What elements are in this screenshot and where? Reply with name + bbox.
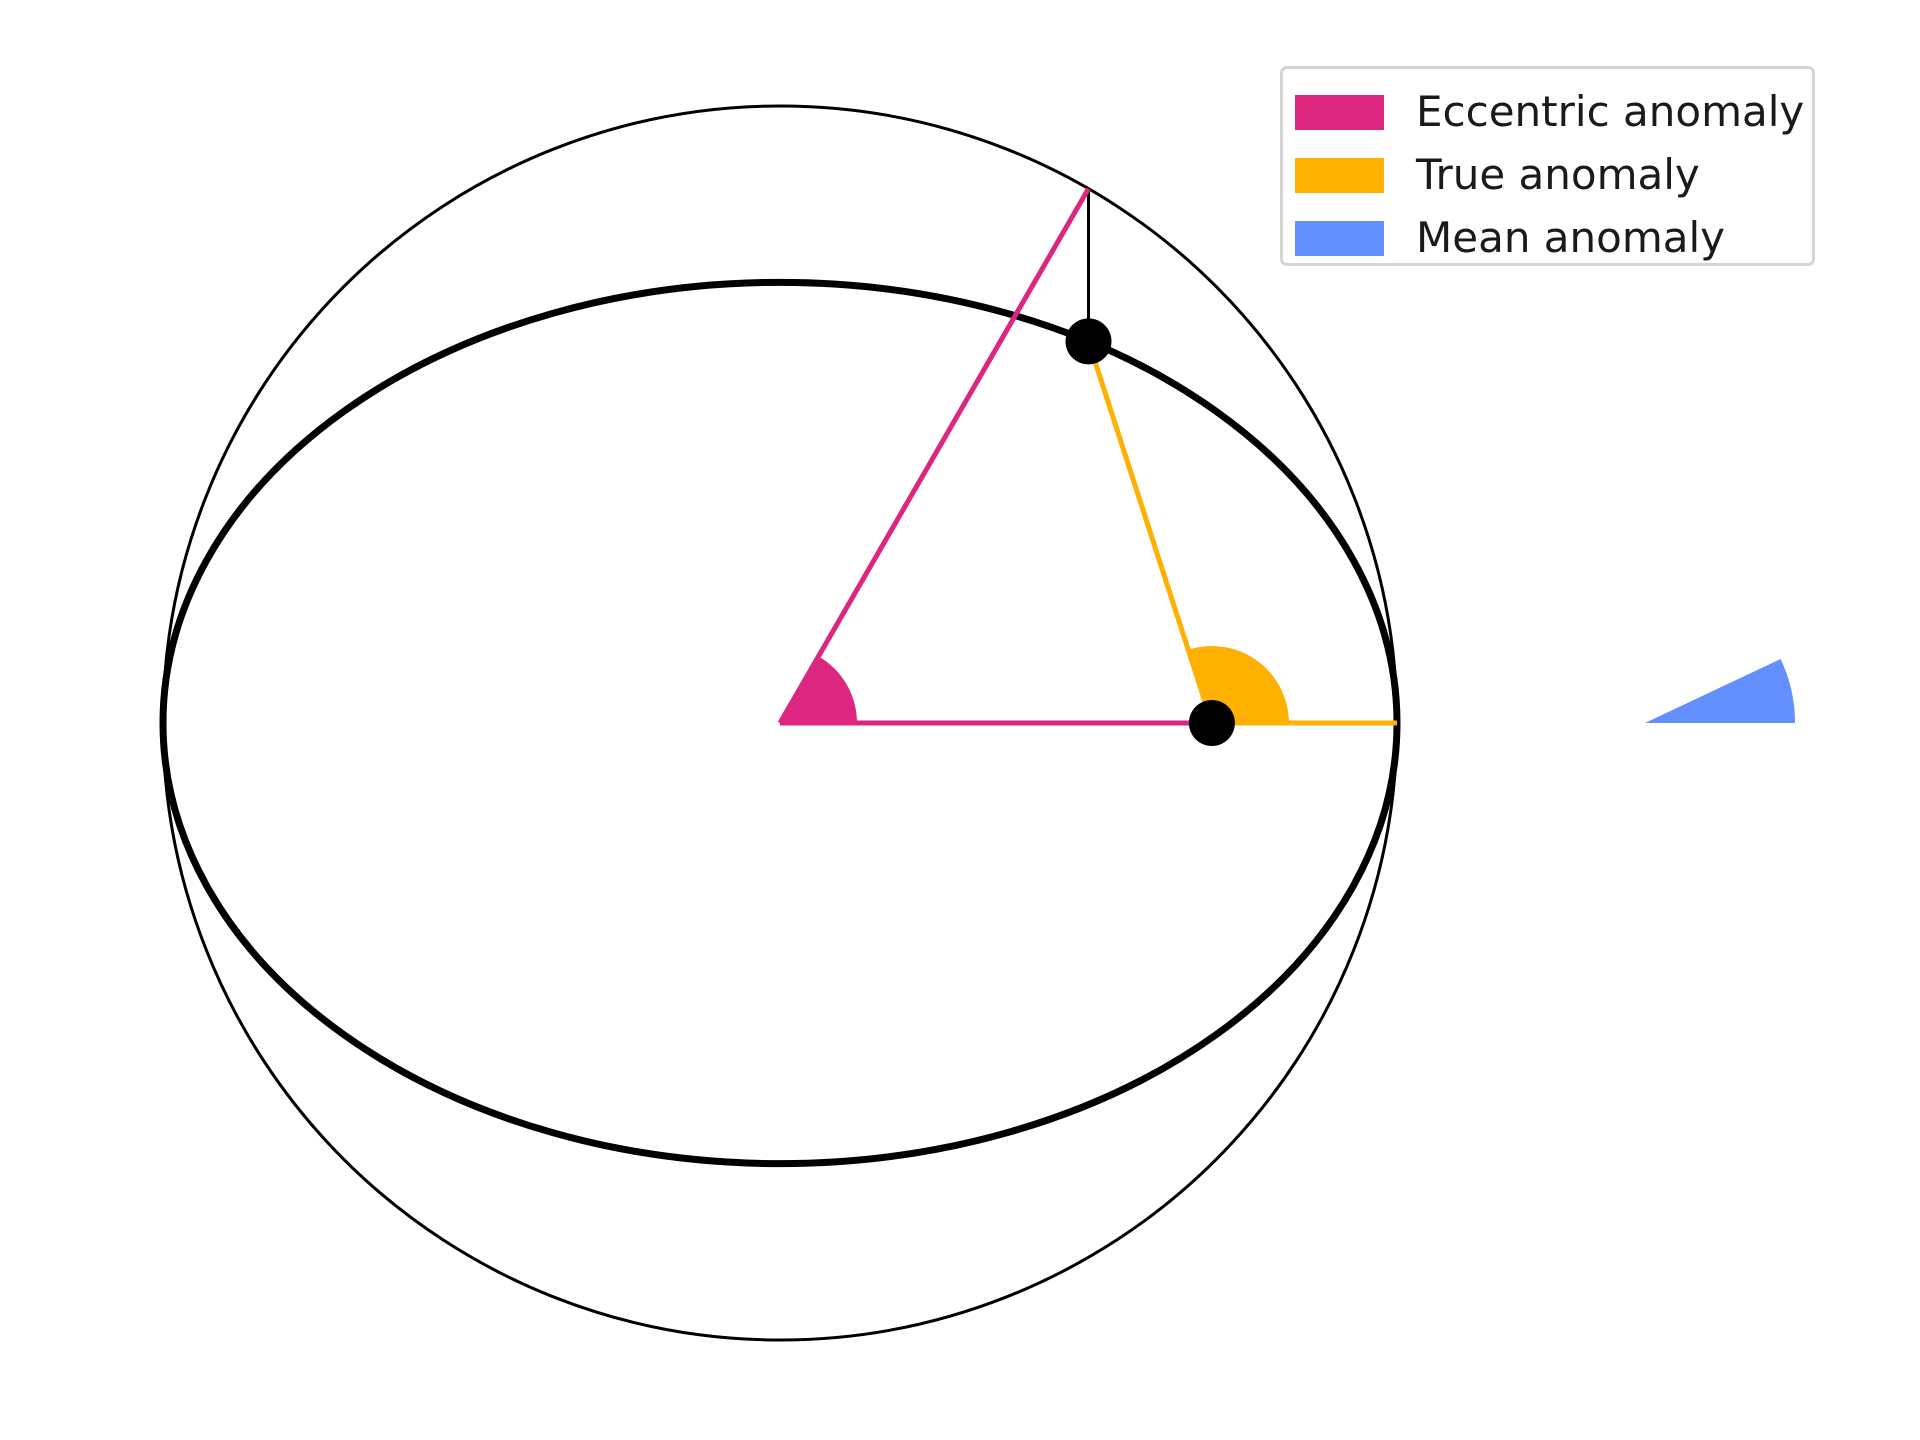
legend-item-mean: Mean anomaly xyxy=(1295,210,1725,266)
legend-label-mean: Mean anomaly xyxy=(1416,213,1726,262)
true-anomaly-radius xyxy=(1086,340,1215,724)
legend-item-true: True anomaly xyxy=(1295,147,1700,203)
legend: Eccentric anomaly True anomaly Mean anom… xyxy=(1280,66,1815,266)
legend-swatch-true xyxy=(1295,157,1384,193)
eccentric-anomaly-radius xyxy=(777,187,1091,725)
mean-anomaly-wedge xyxy=(1645,658,1795,723)
orbiting-body-point xyxy=(1065,318,1112,365)
legend-swatch-mean xyxy=(1295,220,1384,256)
focus-point xyxy=(1188,700,1235,746)
eccentric-anomaly-wedge xyxy=(780,656,857,723)
legend-swatch-eccentric xyxy=(1295,94,1384,130)
legend-label-true: True anomaly xyxy=(1416,150,1700,199)
legend-label-eccentric: Eccentric anomaly xyxy=(1416,87,1805,136)
legend-item-eccentric: Eccentric anomaly xyxy=(1295,84,1804,140)
